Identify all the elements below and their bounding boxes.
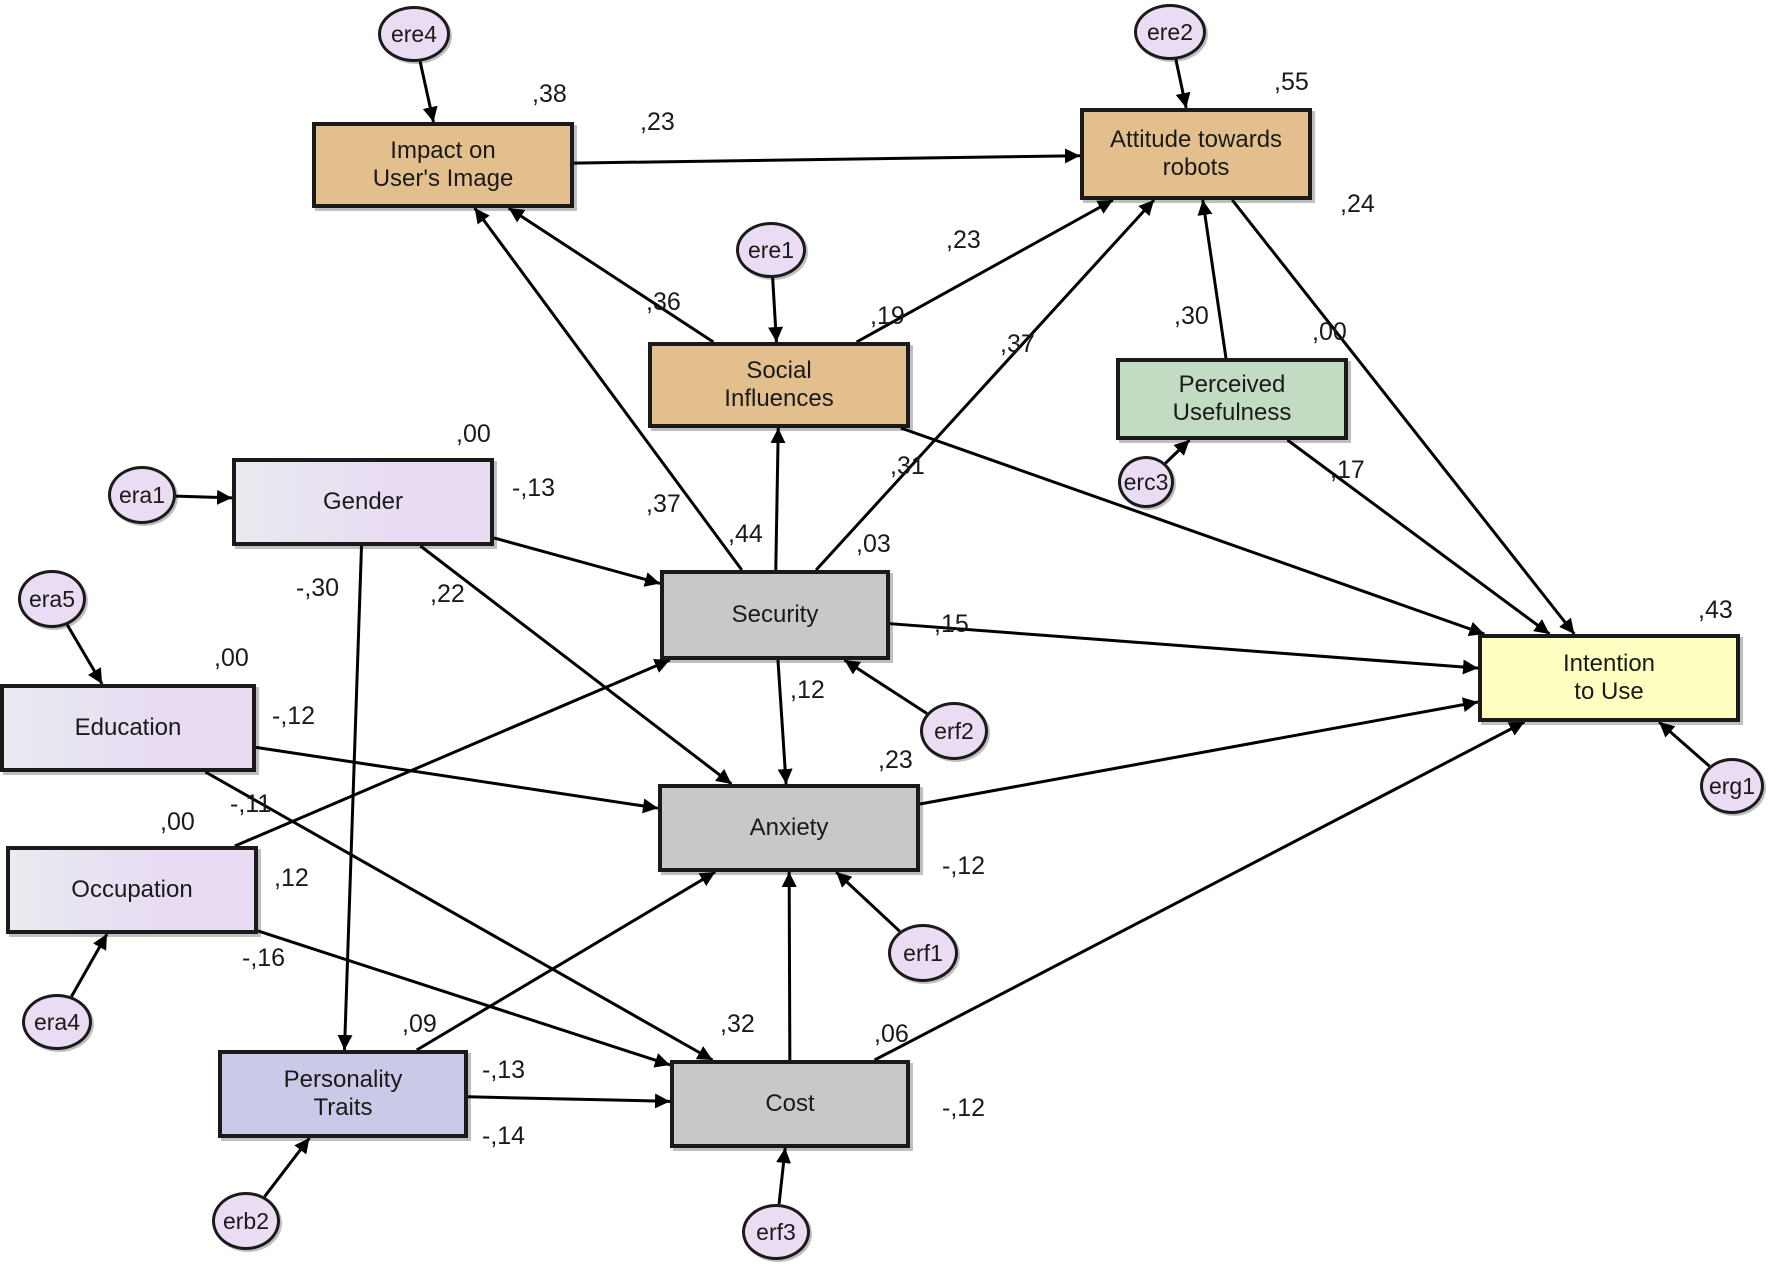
error-arrow-ere2 [1174,59,1191,109]
error-arrow-ere4 [418,61,438,123]
path-arrow-social-to-impact [507,206,715,344]
coef-personality-cost: -,14 [482,1122,526,1150]
coef-occupation-security: ,12 [274,864,309,892]
path-arrow-anxiety-to-intention [919,697,1479,806]
error-era4: era4 [22,994,92,1050]
error-ere2: ere2 [1134,4,1206,60]
path-arrow-usefulness-to-intention [1286,438,1551,636]
r2-anxiety: ,23 [878,746,913,774]
coef-social-intention: ,31 [890,452,925,480]
coef-cost-anxiety: ,32 [720,1010,755,1038]
r2-cost: ,06 [874,1020,909,1048]
coef-cost-intention: -,12 [942,1094,986,1122]
path-arrow-personality-to-anxiety [416,870,716,1052]
error-arrow-erc3 [1164,438,1191,465]
r2-gender: ,00 [456,420,491,448]
path-arrow-occupation-to-cost [257,929,671,1068]
error-erf2: erf2 [920,702,988,760]
path-arrow-gender-to-personality [337,545,364,1051]
coef-gender-anxiety: ,22 [430,580,465,608]
coef-impact-attitude: ,23 [640,108,675,136]
coef-education-anxiety: -,12 [272,702,316,730]
node-anxiety: Anxiety [658,784,920,872]
error-arrow-ere1 [768,277,784,343]
coef-security-social: ,44 [728,520,763,548]
r2-education: ,00 [214,644,249,672]
path-arrow-security-to-anxiety [776,659,793,785]
path-arrow-security-to-social [770,427,786,571]
error-erg1: erg1 [1700,758,1764,814]
path-arrow-social-to-intention [900,426,1485,637]
path-arrow-impact-to-attitude [573,148,1081,165]
coef-gender-personality: -,30 [296,574,340,602]
r2-personality: ,09 [402,1010,437,1038]
coef-social-attitude: ,23 [946,226,981,254]
coef-occupation-cost: -,16 [242,944,286,972]
node-impact-on-users-image: Impact on User's Image [312,122,574,208]
path-arrow-security-to-intention [889,622,1479,675]
error-ere1: ere1 [736,222,806,278]
coef-anxiety-intention: -,12 [942,852,986,880]
error-arrow-era5 [65,624,104,685]
path-arrow-gender-to-security [493,536,661,587]
path-arrow-gender-to-anxiety [419,544,733,786]
node-social-influences: Social Influences [648,342,910,428]
coef-usefulness-attitude: ,30 [1174,302,1209,330]
error-arrow-era1 [175,489,233,505]
node-occupation: Occupation [6,846,258,934]
error-erf3: erf3 [742,1204,810,1260]
coef-security-intention: ,15 [934,610,969,638]
coef-gender-security: -,13 [512,474,556,502]
error-era1: era1 [108,466,176,524]
coef-attitude-intention: ,24 [1340,190,1375,218]
node-attitude-towards-robots: Attitude towards robots [1080,108,1312,200]
path-arrow-occupation-to-security [234,658,671,848]
node-gender: Gender [232,458,494,546]
error-arrow-erb2 [263,1137,311,1198]
node-personality-traits: Personality Traits [218,1050,468,1138]
error-erc3: erc3 [1118,456,1174,508]
node-education: Education [0,684,256,772]
r2-intention: ,43 [1698,596,1733,624]
error-arrow-erf3 [776,1147,792,1205]
coef-personality-anxiety: -,13 [482,1056,526,1084]
r2-attitude: ,55 [1274,68,1309,96]
path-arrow-attitude-to-intention [1231,199,1576,635]
node-intention-to-use: Intention to Use [1478,634,1740,722]
r2-occupation: ,00 [160,808,195,836]
path-arrow-usefulness-to-attitude [1197,199,1228,359]
path-arrow-education-to-cost [204,770,714,1062]
node-perceived-usefulness: Perceived Usefulness [1116,358,1348,440]
r2-impact: ,38 [532,80,567,108]
r2-social: ,19 [870,302,905,330]
coef-education-cost: -,11 [230,790,272,818]
error-era5: era5 [18,570,86,628]
coef-security-attitude: ,37 [1000,330,1035,358]
path-arrow-personality-to-cost [467,1093,671,1109]
error-arrow-erf2 [843,658,928,715]
node-cost: Cost [670,1060,910,1148]
error-ere4: ere4 [378,6,450,62]
coef-security-anxiety: ,12 [790,676,825,704]
error-arrow-erg1 [1658,720,1711,768]
path-arrow-security-to-attitude [814,198,1156,572]
error-arrow-erf1 [835,870,901,933]
node-security: Security [660,570,890,660]
coef-security-impact: ,37 [646,490,681,518]
path-arrow-cost-to-intention [873,720,1526,1062]
r2-security: ,03 [856,530,891,558]
coef-social-impact: ,36 [646,288,681,316]
path-arrow-education-to-anxiety [255,745,659,814]
error-erb2: erb2 [212,1192,280,1250]
error-erf1: erf1 [888,924,958,982]
path-arrow-social-to-attitude [855,198,1114,344]
path-arrow-cost-to-anxiety [781,871,797,1061]
error-arrow-era4 [70,933,109,998]
r2-usefulness: ,00 [1312,318,1347,346]
coef-usefulness-intention: ,17 [1330,456,1365,484]
path-arrow-security-to-impact [473,207,744,571]
